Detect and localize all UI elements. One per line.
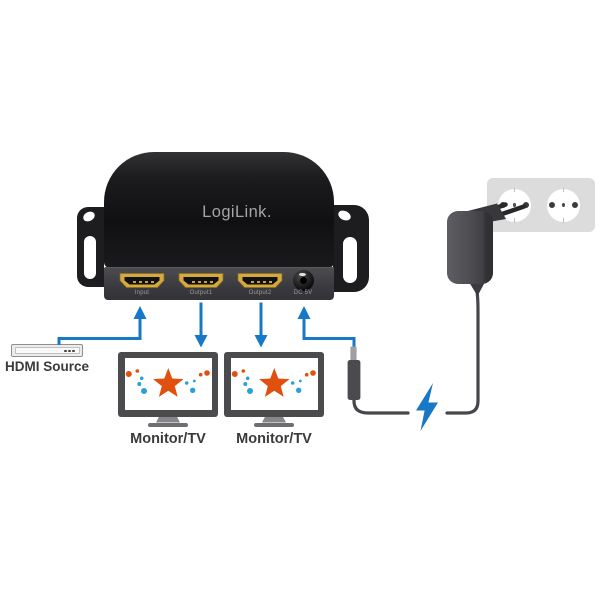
socket-hole-icon <box>571 201 579 209</box>
monitor-2: Monitor/TV <box>224 352 324 452</box>
socket-notch <box>562 187 565 192</box>
mounting-ear-left <box>77 207 104 287</box>
port-label-dc5v: DC 5V <box>293 289 313 296</box>
monitor-stand-base <box>148 422 188 427</box>
mounting-slot-icon <box>84 236 96 279</box>
port-label-output1: Output1 <box>189 289 213 296</box>
mounting-slot-icon <box>343 237 357 283</box>
power-cable-right <box>445 290 480 415</box>
monitor-screen <box>230 358 318 410</box>
arrow-down-icon <box>194 335 208 348</box>
source-dot-icon <box>68 349 71 352</box>
lightning-bolt-icon <box>416 383 438 431</box>
source-dot-icon <box>64 349 67 352</box>
splitter-front-panel: Input Output1 Output2 DC 5V <box>104 267 334 300</box>
power-line-plug-to-jack <box>297 306 356 349</box>
hdmi-source-front <box>14 347 80 354</box>
monitor-screen <box>124 358 212 410</box>
port-label-output2: Output2 <box>248 289 272 296</box>
arrow-up-icon <box>133 306 147 319</box>
monitor-label: Monitor/TV <box>130 431 206 447</box>
port-label-input: Input <box>134 289 150 296</box>
socket-notch <box>562 218 565 223</box>
hdmi-port-output2 <box>237 273 283 288</box>
wall-socket-right <box>547 187 580 223</box>
monitor-label: Monitor/TV <box>236 431 312 447</box>
signal-arrow-output1 <box>194 302 208 348</box>
adapter-strain-relief <box>469 282 485 296</box>
star-picture-icon <box>125 368 210 397</box>
dc-barrel-plug <box>347 346 361 400</box>
plug-prong <box>496 204 527 218</box>
mounting-ear-right <box>333 205 369 292</box>
signal-line-source-to-input <box>57 306 147 345</box>
socket-notch <box>513 187 516 192</box>
power-adapter <box>447 202 527 296</box>
hdmi-source-device <box>11 344 83 357</box>
monitor-bezel <box>224 352 324 417</box>
dc-jack-hole <box>300 277 307 284</box>
socket-hole-icon <box>548 201 556 209</box>
arrow-up-icon <box>297 306 311 319</box>
socket-center-dot <box>561 203 566 207</box>
source-dot-icon <box>72 349 75 352</box>
dc-power-jack <box>293 270 314 291</box>
star-picture-icon <box>231 368 316 397</box>
monitor-stand-base <box>254 422 294 427</box>
arrow-down-icon <box>254 335 268 348</box>
dc-jack-highlight <box>299 272 306 276</box>
hdmi-port-input <box>119 273 165 288</box>
socket-hole-icon <box>522 201 530 209</box>
signal-arrow-output2 <box>254 302 268 348</box>
hdmi-splitter-device: LogiLink. <box>104 152 334 268</box>
socket-notch <box>513 218 516 223</box>
power-cable-left <box>352 397 410 415</box>
dc-plug-body <box>347 360 361 400</box>
hdmi-port-output1 <box>178 273 224 288</box>
monitor-1: Monitor/TV <box>118 352 218 452</box>
dc-plug-tip <box>350 346 357 362</box>
socket-center-dot <box>512 203 517 207</box>
monitor-stand-neck <box>156 417 180 423</box>
monitor-stand-neck <box>262 417 286 423</box>
adapter-body <box>447 211 493 284</box>
monitor-bezel <box>118 352 218 417</box>
hdmi-source-label: HDMI Source <box>4 359 89 374</box>
brand-logo: LogiLink. <box>202 203 272 221</box>
